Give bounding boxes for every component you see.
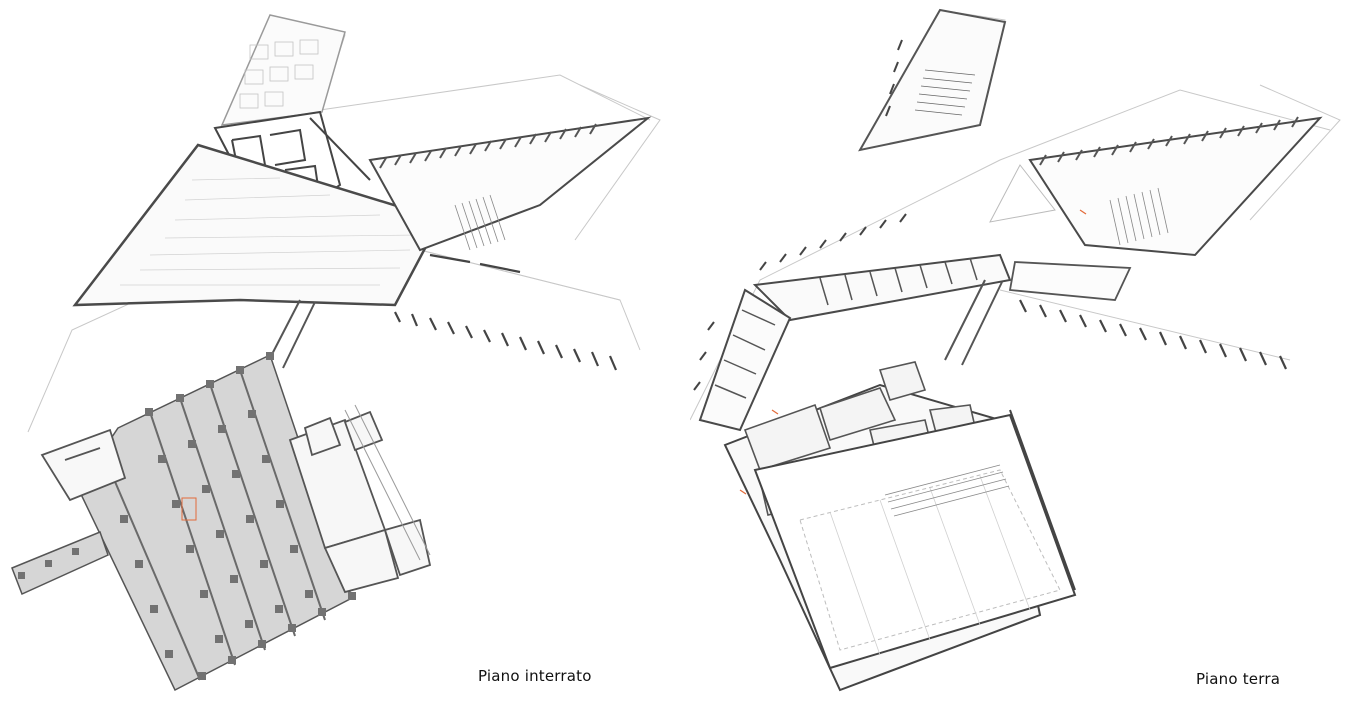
louver-row (394, 253, 618, 371)
main-hall (72, 143, 442, 307)
connector-corridor (267, 299, 316, 369)
ground-connector (944, 279, 1003, 366)
basement-caption: Piano interrato (478, 667, 592, 685)
office-spine (752, 253, 1012, 322)
left-entrance (40, 428, 127, 502)
right-wing (368, 116, 652, 252)
lower-right-wing (1008, 261, 1287, 370)
ground-floor-plan (690, 8, 1341, 692)
central-atrium (989, 164, 1056, 223)
theatre-pavilion (858, 8, 1007, 152)
site-outline-ground (690, 9, 1341, 421)
basement-rooms (288, 410, 432, 594)
parking-level (77, 352, 356, 692)
sports-hall (753, 409, 1077, 670)
upper-right-wing (1028, 116, 1323, 257)
left-diagonal-wing (693, 213, 907, 432)
left-ramp (11, 531, 109, 596)
top-pavilion (220, 14, 346, 126)
ground-floor-caption: Piano terra (1196, 670, 1281, 688)
basement-floor-plan (11, 14, 661, 692)
